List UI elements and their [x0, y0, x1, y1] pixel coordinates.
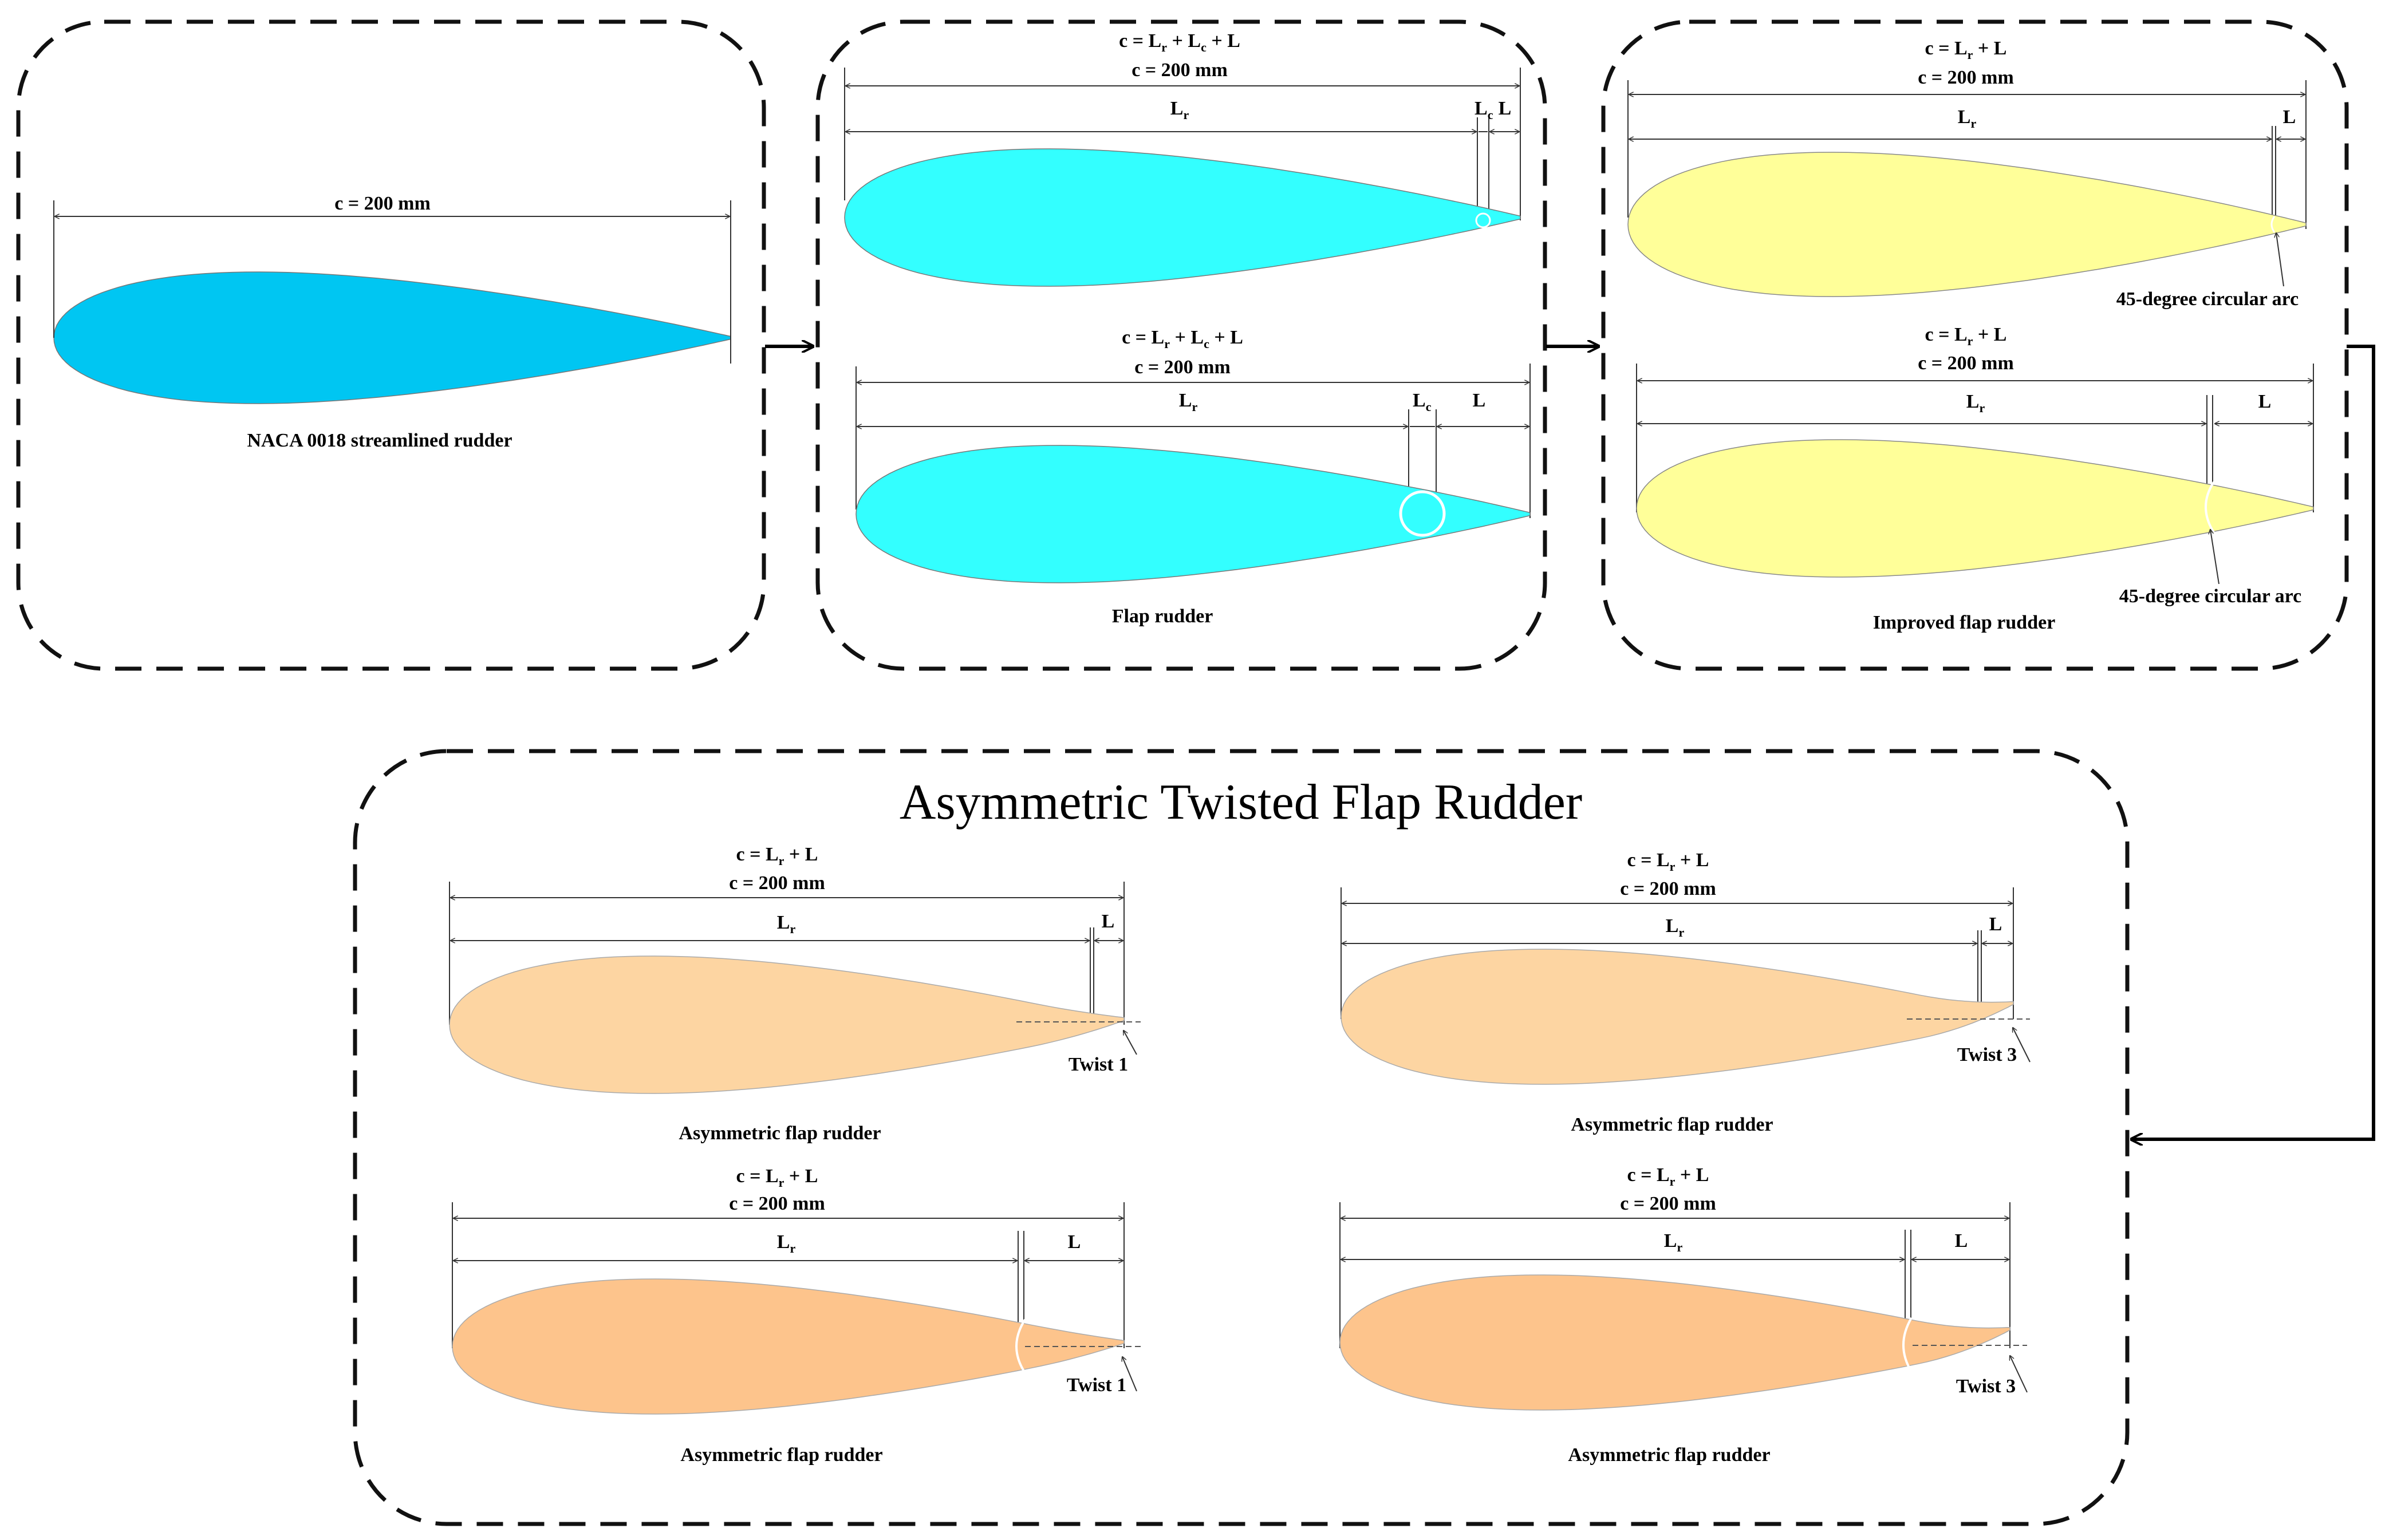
- asym-bl-arc: [1015, 1318, 1026, 1374]
- flap-top-airfoil: [844, 148, 1521, 287]
- asym-br-l-label: L: [1955, 1230, 1968, 1251]
- arrow-improved-to-asymmetric: [2131, 345, 2375, 1139]
- asym-tl-chord-label: c = 200 mm: [729, 872, 825, 894]
- flap-bottom-airfoil: [856, 445, 1531, 583]
- improved-bottom-arc: [2205, 481, 2215, 534]
- improved-top-lr-label: Lr: [1958, 106, 1977, 131]
- asym-bl-caption: Asymmetric flap rudder: [680, 1444, 882, 1466]
- asym-bl-figure: c = Lr + L c = 200 mm Lr L Twist 1 Asymm…: [452, 1166, 1141, 1466]
- asym-tl-caption: Asymmetric flap rudder: [679, 1123, 881, 1144]
- improved-bottom-airfoil: [1636, 439, 2314, 578]
- asym-bl-lr-label: Lr: [777, 1231, 796, 1255]
- naca-chord-label: c = 200 mm: [334, 193, 431, 214]
- asym-bl-twist-label: Twist 1: [1067, 1375, 1126, 1396]
- asym-tl-airfoil: [449, 955, 1125, 1094]
- flap-bottom-hinge: [1399, 490, 1446, 537]
- naca-rudder-figure: c = 200 mm NACA 0018 streamlined rudder: [53, 193, 731, 451]
- asym-tr-lr-label: Lr: [1666, 915, 1685, 939]
- asym-bl-twist-leader: [1122, 1357, 1137, 1392]
- asym-tr-formula: c = Lr + L: [1627, 850, 1709, 874]
- asym-bl-airfoil: [452, 1278, 1125, 1415]
- improved-caption: Improved flap rudder: [1873, 612, 2056, 633]
- asym-tl-twist-leader: [1123, 1030, 1137, 1055]
- improved-top-airfoil: [1627, 152, 2307, 297]
- asym-tl-figure: c = Lr + L c = 200 mm Lr L Twist 1 Asymm…: [449, 844, 1141, 1144]
- diagram-title: Asymmetric Twisted Flap Rudder: [900, 775, 1582, 830]
- asymmetric-panel-frame: [353, 749, 2130, 1526]
- asym-tr-twist-label: Twist 3: [1957, 1044, 2017, 1065]
- improved-bottom-lr-label: Lr: [1966, 391, 1985, 415]
- flap-top-l-label: L: [1499, 98, 1512, 119]
- flap-top-formula: c = Lr + Lc + L: [1119, 30, 1240, 54]
- asym-bl-l-label: L: [1068, 1231, 1081, 1253]
- asym-br-chord-label: c = 200 mm: [1620, 1193, 1716, 1214]
- improved-bottom-l-label: L: [2258, 391, 2272, 412]
- flap-panel-frame: [815, 19, 1547, 671]
- improved-bottom-formula: c = Lr + L: [1925, 324, 2007, 348]
- asym-br-arc: [1902, 1317, 1913, 1373]
- flap-top-hinge: [1475, 212, 1491, 228]
- asym-tl-lr-label: Lr: [777, 912, 796, 936]
- improved-top-chord-label: c = 200 mm: [1918, 67, 2014, 88]
- flap-rudder-figure: c = Lr + Lc + L c = 200 mm Lr Lc L c = L…: [844, 30, 1531, 627]
- asym-br-twist-leader: [2010, 1356, 2028, 1393]
- improved-bottom-chord-label: c = 200 mm: [1918, 353, 2014, 374]
- flap-top-lc-label: Lc: [1475, 98, 1493, 122]
- asym-br-figure: c = Lr + L c = 200 mm Lr L Twist 3 Asymm…: [1339, 1164, 2028, 1466]
- improved-bottom-note-leader: [2210, 530, 2219, 585]
- improved-top-formula: c = Lr + L: [1925, 38, 2007, 62]
- asym-bl-formula: c = Lr + L: [736, 1166, 818, 1190]
- asym-tl-l-label: L: [1102, 911, 1115, 932]
- asym-tr-caption: Asymmetric flap rudder: [1571, 1114, 1773, 1135]
- improved-bottom-note: 45-degree circular arc: [2119, 586, 2301, 607]
- flap-caption: Flap rudder: [1112, 606, 1213, 627]
- flap-top-lr-label: Lr: [1170, 98, 1189, 122]
- asym-tl-twist-label: Twist 1: [1069, 1054, 1128, 1075]
- asym-tl-formula: c = Lr + L: [736, 844, 818, 868]
- flap-bottom-formula: c = Lr + Lc + L: [1122, 327, 1243, 351]
- improved-top-note-leader: [2276, 233, 2284, 287]
- asym-tr-airfoil: [1341, 949, 2014, 1085]
- asym-br-twist-label: Twist 3: [1956, 1376, 2016, 1397]
- flap-bottom-l-label: L: [1473, 390, 1486, 411]
- flap-bottom-chord-label: c = 200 mm: [1134, 357, 1231, 378]
- improved-top-l-label: L: [2283, 106, 2296, 128]
- asym-tr-chord-label: c = 200 mm: [1620, 878, 1716, 899]
- improved-top-note: 45-degree circular arc: [2116, 289, 2299, 310]
- naca-caption: NACA 0018 streamlined rudder: [247, 430, 512, 451]
- improved-top-arc: [2270, 216, 2276, 233]
- asym-tr-figure: c = Lr + L c = 200 mm Lr L Twist 3 Asymm…: [1341, 850, 2031, 1135]
- flap-top-chord-label: c = 200 mm: [1132, 60, 1228, 81]
- flap-bottom-lc-label: Lc: [1413, 390, 1432, 414]
- asym-br-airfoil: [1339, 1274, 2010, 1411]
- asym-br-lr-label: Lr: [1664, 1230, 1683, 1254]
- flap-bottom-lr-label: Lr: [1179, 390, 1198, 414]
- asym-br-formula: c = Lr + L: [1627, 1164, 1709, 1188]
- asym-tr-twist-leader: [2013, 1028, 2031, 1063]
- asym-br-caption: Asymmetric flap rudder: [1568, 1444, 1770, 1466]
- improved-rudder-figure: c = Lr + L c = 200 mm Lr L 45-degree cir…: [1627, 38, 2314, 633]
- naca-airfoil: [53, 271, 731, 404]
- asym-tr-l-label: L: [1989, 914, 2002, 935]
- asym-bl-chord-label: c = 200 mm: [729, 1193, 825, 1214]
